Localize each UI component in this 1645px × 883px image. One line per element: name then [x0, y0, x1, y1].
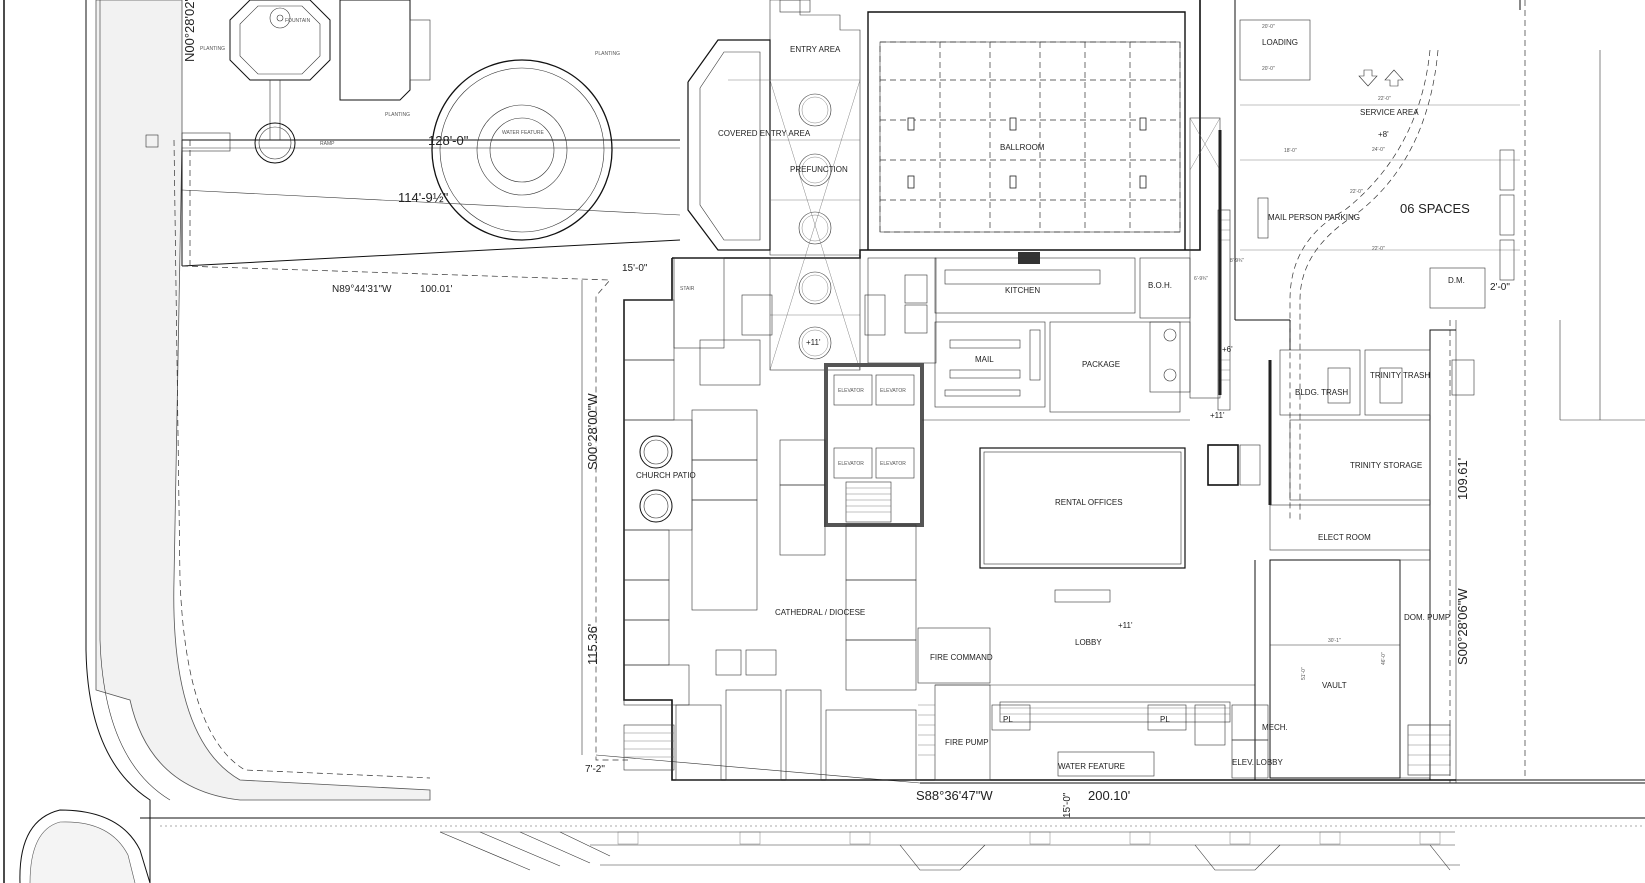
dim-8-label: 8'-9¾" [1230, 258, 1244, 264]
dim-30-label: 30'-1" [1328, 638, 1341, 644]
room-elev-lobby-label: ELEV. LOBBY [1232, 758, 1284, 767]
fountain-label: FOUNTAIN [285, 18, 311, 24]
elevation-11-label: +11' [1210, 411, 1225, 420]
room-mail-person-parking-label: MAIL PERSON PARKING [1268, 213, 1360, 222]
site-landscape [3, 0, 1645, 883]
water-feature-small-label: WATER FEATURE [502, 130, 545, 136]
west-length-label: 115.36' [585, 624, 600, 665]
property-lines [181, 265, 1645, 784]
dim-2-label: 2'-0" [1490, 282, 1510, 293]
service-arrows [1358, 69, 1404, 87]
planter-pl-label: PL [1160, 715, 1170, 724]
north-length-label: 100.01' [420, 284, 453, 295]
room-vault-label: VAULT [1322, 681, 1347, 690]
north-bearing-label: N89°44'31"W [332, 284, 392, 295]
room-lobby-label: LOBBY [1075, 638, 1102, 647]
room-fire-command-label: FIRE COMMAND [930, 653, 993, 662]
dim-24-label: 24'-0" [1372, 147, 1385, 153]
room-cathedral-label: CATHEDRAL / DIOCESE [775, 608, 865, 617]
dim-51-label: 51'-0" [1301, 667, 1307, 680]
west-bearing-label: S00°28'00"W [585, 393, 600, 470]
room-dom-pump-label: DOM. PUMP [1404, 613, 1450, 622]
room-boh-label: B.O.H. [1148, 281, 1172, 290]
dim-22c-label: 22'-0" [1372, 246, 1385, 252]
building-footprint: ELEVATOR ELEVATOR ELEVATOR ELEVATOR [623, 0, 1521, 781]
dim-6-label: 6'-9¾" [1194, 276, 1208, 282]
dim-46-label: 46'-0" [1381, 652, 1387, 665]
room-package-label: PACKAGE [1082, 360, 1120, 369]
planting-label: PLANTING [200, 46, 225, 52]
elevation-6-label: +6' [1222, 345, 1233, 354]
room-water-feature-label: WATER FEATURE [1058, 762, 1125, 771]
elevation-8-label: +8' [1378, 130, 1389, 139]
dim-15-label: 15'-0" [622, 263, 648, 274]
dim-7-label: 7'-2" [585, 764, 605, 775]
north-plaza: FOUNTAIN WATER FEATURE PLANTING RAMP PLA… [145, 0, 681, 267]
dim-20a-label: 20'-0" [1262, 24, 1275, 30]
room-covered-entry-label: COVERED ENTRY AREA [718, 129, 811, 138]
top-bearing-label: N00°28'02"E [182, 0, 197, 62]
parking-spaces-label: 06 SPACES [1400, 201, 1470, 216]
room-labels: BALLROOM ENTRY AREA COVERED ENTRY AREA P… [636, 38, 1470, 771]
elevator-label: ELEVATOR [838, 461, 864, 467]
room-kitchen-label: KITCHEN [1005, 286, 1040, 295]
elevator-label: ELEVATOR [880, 461, 906, 467]
room-rental-offices-label: RENTAL OFFICES [1055, 498, 1123, 507]
elevation-11-label: +11' [1118, 621, 1133, 630]
room-mech-label: MECH. [1262, 723, 1288, 732]
planting-label: PLANTING [385, 112, 410, 118]
room-trinity-storage-label: TRINITY STORAGE [1350, 461, 1422, 470]
room-entry-area-label: ENTRY AREA [790, 45, 841, 54]
room-ballroom-label: BALLROOM [1000, 143, 1045, 152]
south-length-label: 200.10' [1088, 788, 1130, 803]
dim-22b-label: 22'-0" [1350, 189, 1363, 195]
ramp-label: RAMP [320, 141, 335, 147]
east-bearing-label: S00°28'06"W [1455, 588, 1470, 665]
stair-label: STAIR [680, 286, 695, 292]
room-mail-label: MAIL [975, 355, 994, 364]
room-prefunction-label: PREFUNCTION [790, 165, 848, 174]
room-fire-pump-label: FIRE PUMP [945, 738, 989, 747]
elevator-label: ELEVATOR [880, 388, 906, 394]
dim-18-label: 18'-0" [1284, 148, 1297, 154]
dim-128-label: 128'-0" [428, 133, 469, 148]
room-bldg-trash-label: BLDG. TRASH [1295, 388, 1348, 397]
south-bearing-label: S88°36'47"W [916, 788, 993, 803]
planter-pl-label: PL [1003, 715, 1013, 724]
dimension-labels: N00°28'02"E S00°28'00"W 115.36' N89°44'3… [182, 0, 1510, 818]
room-dm-label: D.M. [1448, 276, 1465, 285]
room-trinity-trash-label: TRINITY TRASH [1370, 371, 1430, 380]
room-loading-label: LOADING [1262, 38, 1298, 47]
room-elect-room-label: ELECT ROOM [1318, 533, 1371, 542]
dim-22a-label: 22'-0" [1378, 96, 1391, 102]
east-length-label: 109.61' [1455, 458, 1470, 500]
dim-114-label: 114'-9½" [398, 190, 449, 205]
room-service-area-label: SERVICE AREA [1360, 108, 1419, 117]
dim-15v-label: 15'-0" [1062, 792, 1073, 818]
elevator-label: ELEVATOR [838, 388, 864, 394]
room-church-patio-label: CHURCH PATIO [636, 471, 696, 480]
dim-20b-label: 20'-0" [1262, 66, 1275, 72]
elevation-11-label: +11' [806, 338, 821, 347]
planting-label: PLANTING [595, 51, 620, 57]
